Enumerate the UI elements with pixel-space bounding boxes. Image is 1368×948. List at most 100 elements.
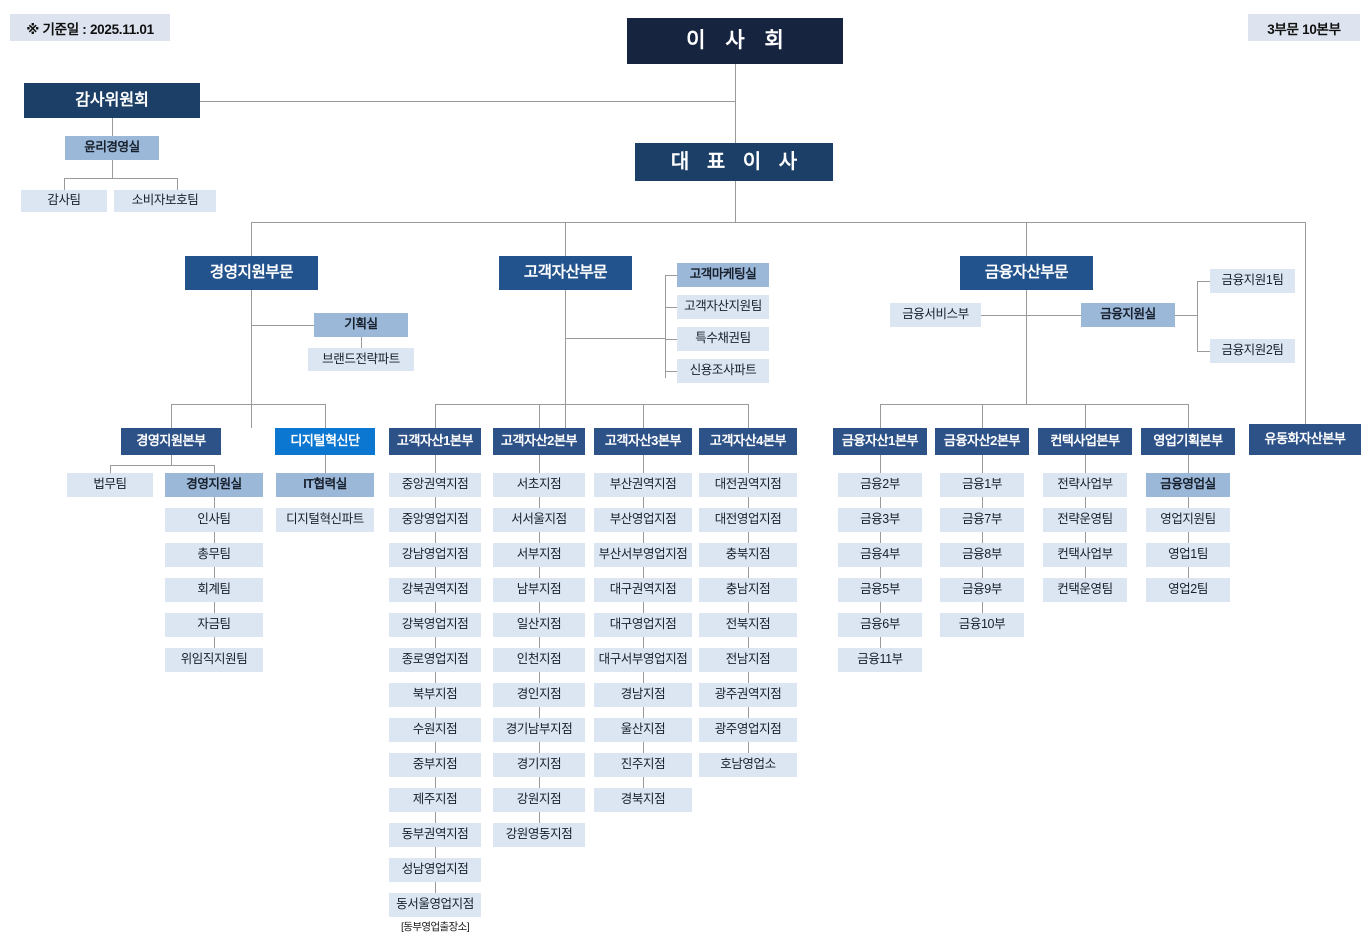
node-ca1-branch-4[interactable]: 강북권역지점 [389, 578, 481, 602]
node-ca2-branch-2[interactable]: 서서울지점 [493, 508, 585, 532]
node-fa3-unit-2[interactable]: 전략운영팀 [1043, 508, 1127, 532]
node-ca3-branch-4[interactable]: 대구권역지점 [594, 578, 692, 602]
node-ca4-branch-9[interactable]: 호남영업소 [699, 753, 797, 777]
node-digital-innovation-unit[interactable]: 디지털혁신단 [275, 428, 375, 455]
node-ca3-branch-1[interactable]: 부산권역지점 [594, 473, 692, 497]
node-fa2-unit-4[interactable]: 금융9부 [940, 578, 1024, 602]
node-finance-support-office[interactable]: 금융지원실 [1081, 303, 1175, 327]
node-ca2-branch-9[interactable]: 경기지점 [493, 753, 585, 777]
node-hq-mgmt-support[interactable]: 경영지원본부 [121, 428, 221, 455]
node-ca2-branch-4[interactable]: 남부지점 [493, 578, 585, 602]
node-hq-1-financial-asset[interactable]: 금융자산1본부 [833, 428, 927, 455]
node-ca1-branch-2[interactable]: 중앙영업지점 [389, 508, 481, 532]
node-fa2-unit-1[interactable]: 금융1부 [940, 473, 1024, 497]
node-hq-4-financial-asset[interactable]: 영업기획본부 [1141, 428, 1235, 455]
node-finance-support-team-1[interactable]: 금융지원1팀 [1210, 269, 1295, 293]
node-hq-2-customer-asset[interactable]: 고객자산2본부 [493, 428, 585, 455]
node-ca3-branch-10[interactable]: 경북지점 [594, 788, 692, 812]
node-ca1-branch-9[interactable]: 중부지점 [389, 753, 481, 777]
node-finance-service-dept[interactable]: 금융서비스부 [890, 303, 981, 327]
node-hq-3-customer-asset[interactable]: 고객자산3본부 [594, 428, 692, 455]
node-ca1-branch-6[interactable]: 종로영업지점 [389, 648, 481, 672]
node-mgmt-team-4[interactable]: 자금팀 [165, 613, 263, 637]
node-fa4-unit-2[interactable]: 영업지원팀 [1146, 508, 1230, 532]
node-ceo[interactable]: 대 표 이 사 [635, 143, 833, 181]
node-ca2-branch-5[interactable]: 일산지점 [493, 613, 585, 637]
node-ca4-branch-8[interactable]: 광주영업지점 [699, 718, 797, 742]
node-digital-innovation-part[interactable]: 디지털혁신파트 [276, 508, 374, 532]
node-mgmt-support-office[interactable]: 경영지원실 [165, 473, 263, 497]
node-fa1-unit-6[interactable]: 금융11부 [838, 648, 922, 672]
node-fa4-unit-1[interactable]: 금융영업실 [1146, 473, 1230, 497]
node-consumer-protection-team[interactable]: 소비자보호팀 [114, 190, 216, 212]
node-ca3-branch-8[interactable]: 울산지점 [594, 718, 692, 742]
node-fa4-unit-3[interactable]: 영업1팀 [1146, 543, 1230, 567]
node-fa1-unit-4[interactable]: 금융5부 [838, 578, 922, 602]
node-ca1-branch-3[interactable]: 강남영업지점 [389, 543, 481, 567]
node-fa1-unit-5[interactable]: 금융6부 [838, 613, 922, 637]
node-customer-staff-2[interactable]: 고객자산지원팀 [677, 295, 769, 319]
node-audit-committee[interactable]: 감사위원회 [24, 83, 200, 118]
node-division-mgmt-support[interactable]: 경영지원부문 [185, 256, 318, 290]
node-mgmt-team-2[interactable]: 총무팀 [165, 543, 263, 567]
node-ca4-branch-3[interactable]: 충북지점 [699, 543, 797, 567]
node-legal-team[interactable]: 법무팀 [67, 473, 153, 497]
node-ca3-branch-6[interactable]: 대구서부영업지점 [594, 648, 692, 672]
node-ca2-branch-11[interactable]: 강원영동지점 [493, 823, 585, 847]
node-ca1-branch-5[interactable]: 강북영업지점 [389, 613, 481, 637]
node-ca3-branch-2[interactable]: 부산영업지점 [594, 508, 692, 532]
node-ca4-branch-4[interactable]: 충남지점 [699, 578, 797, 602]
node-ca1-branch-1[interactable]: 중앙권역지점 [389, 473, 481, 497]
node-audit-team[interactable]: 감사팀 [21, 190, 107, 212]
node-ca4-branch-1[interactable]: 대전권역지점 [699, 473, 797, 497]
node-it-cooperation-office[interactable]: IT협력실 [276, 473, 374, 497]
node-fa1-unit-3[interactable]: 금융4부 [838, 543, 922, 567]
node-ca2-branch-10[interactable]: 강원지점 [493, 788, 585, 812]
node-ca1-branch-11[interactable]: 동부권역지점 [389, 823, 481, 847]
node-fa1-unit-1[interactable]: 금융2부 [838, 473, 922, 497]
node-fa3-unit-3[interactable]: 컨택사업부 [1043, 543, 1127, 567]
node-ca1-branch-10[interactable]: 제주지점 [389, 788, 481, 812]
node-ca2-branch-6[interactable]: 인천지점 [493, 648, 585, 672]
node-hq-securitization-asset[interactable]: 유동화자산본부 [1249, 424, 1361, 455]
node-ca2-branch-3[interactable]: 서부지점 [493, 543, 585, 567]
node-fa4-unit-4[interactable]: 영업2팀 [1146, 578, 1230, 602]
node-fa3-unit-1[interactable]: 전략사업부 [1043, 473, 1127, 497]
node-fa1-unit-2[interactable]: 금융3부 [838, 508, 922, 532]
node-ca1-branch-8[interactable]: 수원지점 [389, 718, 481, 742]
node-fa2-unit-5[interactable]: 금융10부 [940, 613, 1024, 637]
node-customer-staff-4[interactable]: 신용조사파트 [677, 359, 769, 383]
node-customer-staff-1[interactable]: 고객마케팅실 [677, 263, 769, 287]
node-ca4-branch-7[interactable]: 광주권역지점 [699, 683, 797, 707]
node-ca1-branch-12[interactable]: 성남영업지점 [389, 858, 481, 882]
node-ca1-branch-13[interactable]: 동서울영업지점 [389, 893, 481, 917]
node-ca4-branch-2[interactable]: 대전영업지점 [699, 508, 797, 532]
node-mgmt-team-3[interactable]: 회계팀 [165, 578, 263, 602]
node-division-customer-asset[interactable]: 고객자산부문 [499, 256, 632, 290]
node-ca3-branch-3[interactable]: 부산서부영업지점 [594, 543, 692, 567]
node-customer-staff-3[interactable]: 특수채권팀 [677, 327, 769, 351]
node-ca1-branch-7[interactable]: 북부지점 [389, 683, 481, 707]
node-mgmt-team-1[interactable]: 인사팀 [165, 508, 263, 532]
node-ca2-branch-1[interactable]: 서초지점 [493, 473, 585, 497]
node-hq-1-customer-asset[interactable]: 고객자산1본부 [389, 428, 481, 455]
node-ca2-branch-8[interactable]: 경기남부지점 [493, 718, 585, 742]
node-ca3-branch-7[interactable]: 경남지점 [594, 683, 692, 707]
node-ca4-branch-5[interactable]: 전북지점 [699, 613, 797, 637]
node-mgmt-team-5[interactable]: 위임직지원팀 [165, 648, 263, 672]
node-brand-strategy-part[interactable]: 브랜드전략파트 [308, 348, 414, 371]
node-fa2-unit-2[interactable]: 금융7부 [940, 508, 1024, 532]
node-fa3-unit-4[interactable]: 컨택운영팀 [1043, 578, 1127, 602]
node-ca4-branch-6[interactable]: 전남지점 [699, 648, 797, 672]
node-ca3-branch-9[interactable]: 진주지점 [594, 753, 692, 777]
node-ca3-branch-5[interactable]: 대구영업지점 [594, 613, 692, 637]
node-hq-3-financial-asset[interactable]: 컨택사업본부 [1038, 428, 1132, 455]
node-hq-2-financial-asset[interactable]: 금융자산2본부 [935, 428, 1029, 455]
node-ethics-office[interactable]: 윤리경영실 [65, 136, 159, 160]
node-fa2-unit-3[interactable]: 금융8부 [940, 543, 1024, 567]
node-ca2-branch-7[interactable]: 경인지점 [493, 683, 585, 707]
node-board-of-directors[interactable]: 이 사 회 [627, 18, 843, 64]
node-planning-office[interactable]: 기획실 [314, 313, 408, 337]
node-hq-4-customer-asset[interactable]: 고객자산4본부 [699, 428, 797, 455]
node-finance-support-team-2[interactable]: 금융지원2팀 [1210, 339, 1295, 363]
